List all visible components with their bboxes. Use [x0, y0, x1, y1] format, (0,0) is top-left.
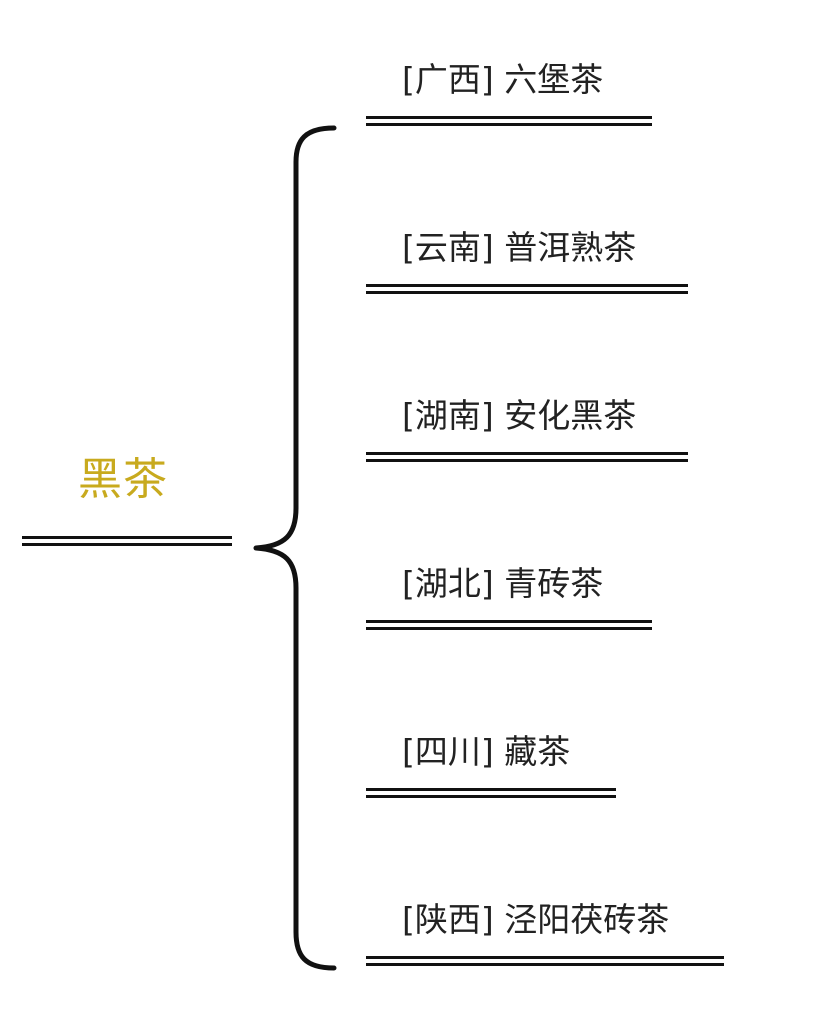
branch-underline-4 [366, 620, 652, 630]
branch-label-3: [湖南] 安化黑茶 [402, 396, 637, 435]
root-label: 黑茶 [78, 454, 168, 505]
branch-underline-6 [366, 956, 724, 966]
branch-label-2: [云南] 普洱熟茶 [402, 228, 637, 267]
branch-label-5: [四川] 藏茶 [402, 732, 571, 771]
branch-label-4: [湖北] 青砖茶 [402, 564, 604, 603]
branch-underline-2 [366, 284, 688, 294]
branch-underline-3 [366, 452, 688, 462]
root-underline [22, 536, 232, 546]
branch-underline-1 [366, 116, 652, 126]
branch-label-6: [陕西] 泾阳茯砖茶 [402, 900, 670, 939]
branch-underline-5 [366, 788, 616, 798]
branch-label-1: [广西] 六堡茶 [402, 60, 604, 99]
